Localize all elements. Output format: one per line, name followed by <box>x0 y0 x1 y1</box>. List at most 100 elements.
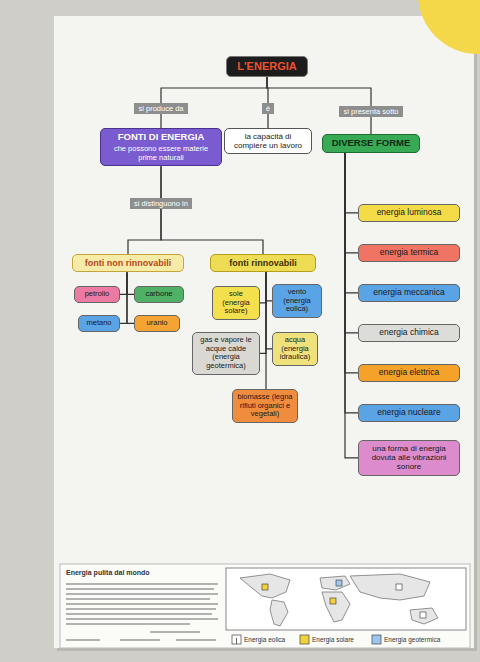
text-line <box>66 623 190 625</box>
form-box: energia nucleare <box>358 404 460 422</box>
text-line <box>176 639 216 641</box>
source-box: biomasse (legna rifiuti organici e veget… <box>232 389 298 423</box>
map-marker <box>262 584 268 590</box>
legend-icons <box>232 635 381 644</box>
continent-asia <box>350 574 430 600</box>
connector <box>345 153 358 253</box>
printed-text-lines <box>66 584 218 640</box>
node-body: che possono essere materie prime natural… <box>105 145 217 162</box>
connector <box>265 272 266 389</box>
node-text: biomasse (legna rifiuti organici e veget… <box>237 393 293 419</box>
text-line <box>66 618 218 620</box>
connector <box>120 272 127 323</box>
connector <box>345 153 358 333</box>
node-text: fonti rinnovabili <box>215 258 311 268</box>
connector <box>260 272 266 353</box>
world-map-frame <box>226 568 466 630</box>
root-box: L'ENERGIA <box>226 56 308 77</box>
group-box: fonti non rinnovabili <box>72 254 184 272</box>
node-text: acqua (energia idraulica) <box>277 336 313 362</box>
source-box: sole (energia solare) <box>212 286 260 320</box>
map-marker <box>336 580 342 586</box>
source-box: acqua (energia idraulica) <box>272 332 318 366</box>
form-box: energia meccanica <box>358 284 460 302</box>
node-text: L'ENERGIA <box>231 60 303 73</box>
text-line <box>120 639 160 641</box>
legend-text: Energia eolica <box>244 636 285 644</box>
world-map <box>240 574 438 626</box>
legend-text: Energia solare <box>312 636 354 644</box>
edge-label: si distinguono in <box>130 198 192 209</box>
text-line <box>66 608 216 610</box>
connector <box>127 272 134 294</box>
source-box: vento (energia eolica) <box>272 284 322 318</box>
source-box: gas e vapore le acque calde (energia geo… <box>192 332 260 375</box>
category-box: FONTI DI ENERGIAche possono essere mater… <box>100 128 222 166</box>
map-marker <box>396 584 402 590</box>
text-line <box>66 588 214 590</box>
form-box: energia luminosa <box>358 204 460 222</box>
category-box: DIVERSE FORME <box>322 134 420 153</box>
text-line <box>66 603 218 605</box>
node-text: carbone <box>139 290 179 299</box>
node-text: energia meccanica <box>363 288 455 298</box>
node-text: uranio <box>139 319 175 328</box>
form-box: energia chimica <box>358 324 460 342</box>
text-line <box>150 631 200 633</box>
form-box: energia elettrica <box>358 364 460 382</box>
node-text: vento (energia eolica) <box>277 288 317 314</box>
text-line <box>66 613 212 615</box>
edge-label: si presenta sotto <box>339 106 402 117</box>
connector <box>345 153 358 413</box>
node-text: la capacità di compiere un lavoro <box>229 132 307 150</box>
node-text: energia nucleare <box>363 408 455 418</box>
node-text: energia termica <box>363 248 455 258</box>
text-line <box>66 598 210 600</box>
map-marker <box>330 598 336 604</box>
node-text: fonti non rinnovabili <box>77 258 179 268</box>
form-box: energia termica <box>358 244 460 262</box>
node-text: energia chimica <box>363 328 455 338</box>
sun-drawing <box>418 0 480 54</box>
connector <box>345 153 358 213</box>
node-text: una forma di energia dovuta alle vibrazi… <box>363 444 455 472</box>
node-text: gas e vapore le acque calde (energia geo… <box>197 336 255 371</box>
continent-north-america <box>240 574 290 598</box>
source-box: petrolio <box>74 286 120 303</box>
map-markers <box>262 580 426 618</box>
wind-icon <box>232 635 241 644</box>
node-text: energia elettrica <box>363 368 455 378</box>
connector <box>345 153 358 373</box>
text-line <box>66 593 218 595</box>
group-box: fonti rinnovabili <box>210 254 316 272</box>
node-text: metano <box>83 319 115 328</box>
continent-europe <box>320 576 350 590</box>
source-box: metano <box>78 315 120 332</box>
source-box: uranio <box>134 315 180 332</box>
edge-label: è <box>262 103 274 114</box>
node-text: sole (energia solare) <box>217 290 255 316</box>
text-line <box>66 639 100 641</box>
map-marker <box>420 612 426 618</box>
node-text: energia luminosa <box>363 208 455 218</box>
paper-sheet <box>54 16 474 648</box>
wind-icon-pole <box>236 638 237 644</box>
solar-icon <box>300 635 309 644</box>
connector <box>260 272 266 303</box>
connector <box>161 166 263 254</box>
form-box: una forma di energia dovuta alle vibrazi… <box>358 440 460 476</box>
node-text: DIVERSE FORME <box>327 138 415 149</box>
continent-africa <box>322 592 350 622</box>
printout <box>60 564 470 648</box>
legend-text: Energia geotermica <box>384 636 440 644</box>
printout-title: Energia pulita dal mondo <box>66 569 150 577</box>
connector <box>345 153 358 458</box>
continent-oceania <box>410 608 438 624</box>
continent-south-america <box>270 600 288 626</box>
definition-box: la capacità di compiere un lavoro <box>224 128 312 154</box>
connector <box>345 153 358 293</box>
geothermal-icon <box>372 635 381 644</box>
connector <box>120 272 127 294</box>
connector <box>127 272 134 323</box>
